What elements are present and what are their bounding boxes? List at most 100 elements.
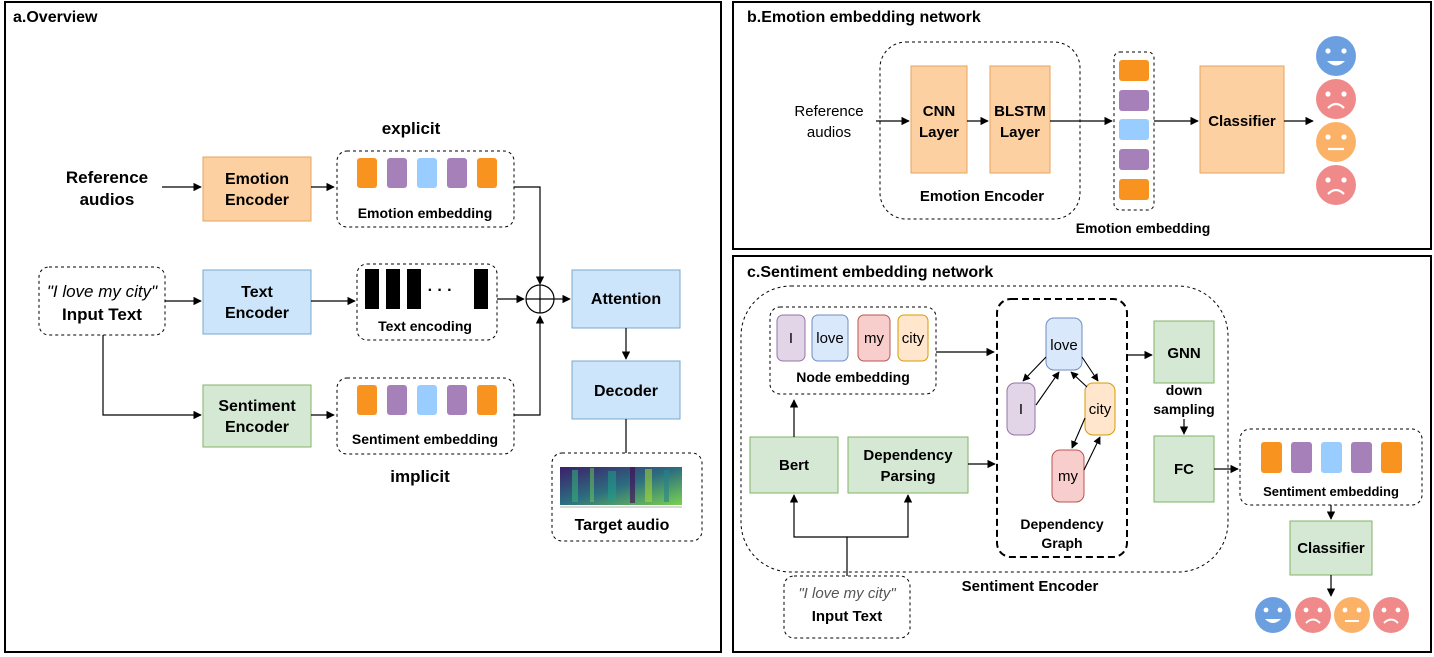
b-classifier-box — [1199, 65, 1285, 174]
sentiment-encoder-label-2: Encoder — [225, 419, 289, 436]
panel-a-title: a.Overview — [13, 9, 98, 26]
arrow-input-to-sentiment-encoder — [102, 335, 202, 420]
c-classifier-label: Classifier — [1297, 540, 1365, 557]
emb-cell — [417, 158, 437, 188]
blstm-layer-label-1: BLSTM — [994, 103, 1046, 120]
panel-b: b.Emotion embedding network Reference au… — [732, 1, 1432, 250]
text-encoding-bar — [407, 269, 421, 309]
neutral-face-icon — [1334, 597, 1370, 633]
c-input-text-label: Input Text — [812, 608, 883, 625]
token-box-my — [857, 314, 891, 362]
happy-face-icon — [1255, 597, 1291, 633]
gnn-label: GNN — [1167, 345, 1200, 362]
dependency-graph-container — [996, 298, 1128, 558]
emotion-encoder-box — [202, 156, 312, 222]
fc-label: FC — [1174, 461, 1194, 478]
target-audio-label: Target audio — [575, 517, 670, 534]
arrow-sentiment-to-sum — [514, 315, 545, 416]
emb-cell — [1261, 442, 1282, 473]
graph-node-my-label: my — [1058, 468, 1078, 485]
b-emotion-encoder-label: Emotion Encoder — [920, 188, 1044, 205]
text-encoder-box — [202, 269, 312, 335]
graph-node-love — [1045, 317, 1083, 371]
explicit-label: explicit — [382, 119, 441, 138]
bert-box — [749, 436, 839, 494]
sentiment-encoder-box — [202, 384, 312, 448]
sad-face-icon — [1316, 165, 1356, 205]
emb-cell — [447, 385, 467, 415]
panel-b-frame — [732, 1, 1432, 250]
token-my: my — [864, 330, 884, 347]
token-love: love — [816, 330, 844, 347]
edge-i-love — [1035, 371, 1060, 406]
input-text-container — [38, 266, 166, 336]
sentiment-encoder-container — [740, 285, 1229, 573]
sad-face-icon — [1295, 597, 1331, 633]
emb-cell — [357, 385, 377, 415]
text-encoder-label-1: Text — [241, 284, 273, 301]
dependency-parsing-label-1: Dependency — [863, 447, 953, 464]
emb-cell — [1119, 119, 1149, 140]
panel-c-title: c.Sentiment embedding network — [747, 264, 993, 281]
graph-node-love-label: love — [1050, 337, 1078, 354]
panel-c: c.Sentiment embedding network Sentiment … — [732, 255, 1432, 653]
down-sampling-label-2: sampling — [1153, 401, 1214, 417]
edge-love-i — [1022, 356, 1047, 382]
emb-cell — [1381, 442, 1402, 473]
emb-cell — [477, 385, 497, 415]
attention-label: Attention — [591, 291, 661, 308]
dependency-graph-label-1: Dependency — [1020, 516, 1103, 532]
panel-b-title: b.Emotion embedding network — [747, 9, 981, 26]
emb-cell — [1119, 179, 1149, 200]
node-embedding-label: Node embedding — [796, 369, 910, 385]
edge-city-love — [1070, 371, 1088, 388]
input-text-quote: "I love my city" — [47, 282, 158, 301]
token-city: city — [902, 330, 925, 347]
emb-cell — [447, 158, 467, 188]
bert-label: Bert — [779, 457, 809, 474]
reference-audios-label-1: Reference — [66, 168, 148, 187]
graph-node-i-label: I — [1019, 401, 1023, 418]
neutral-face-icon — [1316, 122, 1356, 162]
fc-box — [1153, 435, 1215, 503]
down-sampling-label-1: down — [1166, 382, 1203, 398]
edge-my-city — [1083, 436, 1101, 471]
b-reference-audios-label-1: Reference — [794, 103, 863, 120]
b-classifier-label: Classifier — [1208, 113, 1276, 130]
c-input-text-quote: "I love my city" — [798, 585, 896, 602]
gnn-box — [1153, 320, 1215, 384]
sad-face-icon — [1373, 597, 1409, 633]
graph-node-city — [1084, 382, 1116, 436]
sentiment-embedding-container — [336, 377, 515, 455]
blstm-layer-box — [989, 65, 1051, 174]
text-encoder-label-2: Encoder — [225, 305, 289, 322]
spectrogram-icon — [560, 467, 682, 508]
emb-cell — [1321, 442, 1342, 473]
edge-love-city — [1081, 356, 1099, 382]
dependency-parsing-box — [847, 436, 969, 494]
text-encoding-bar — [386, 269, 400, 309]
token-i: I — [789, 330, 793, 347]
token-box-i — [776, 314, 806, 362]
c-sentiment-embedding-label: Sentiment embedding — [1263, 484, 1399, 499]
token-box-city — [897, 314, 929, 362]
text-encoding-dots: · · · — [428, 282, 453, 299]
input-text-label: Input Text — [62, 305, 142, 324]
emb-cell — [387, 158, 407, 188]
arrow-emotion-to-sum — [514, 186, 545, 285]
arrow-input-to-bert — [789, 494, 848, 576]
panel-a: a.Overview Reference audios Emotion Enco… — [4, 1, 722, 653]
emb-cell — [477, 158, 497, 188]
emb-cell — [1119, 60, 1149, 81]
graph-node-my — [1051, 449, 1085, 503]
graph-node-i — [1006, 382, 1036, 436]
b-emotion-embedding-label: Emotion embedding — [1076, 220, 1211, 236]
implicit-label: implicit — [390, 467, 450, 486]
text-encoding-bar — [474, 269, 488, 309]
emotion-embedding-label: Emotion embedding — [358, 205, 493, 221]
sentiment-embedding-label: Sentiment embedding — [352, 431, 498, 447]
cnn-layer-box — [910, 65, 968, 174]
emb-cell — [357, 158, 377, 188]
sentiment-encoder-label-1: Sentiment — [218, 398, 296, 415]
emb-cell — [1119, 149, 1149, 170]
